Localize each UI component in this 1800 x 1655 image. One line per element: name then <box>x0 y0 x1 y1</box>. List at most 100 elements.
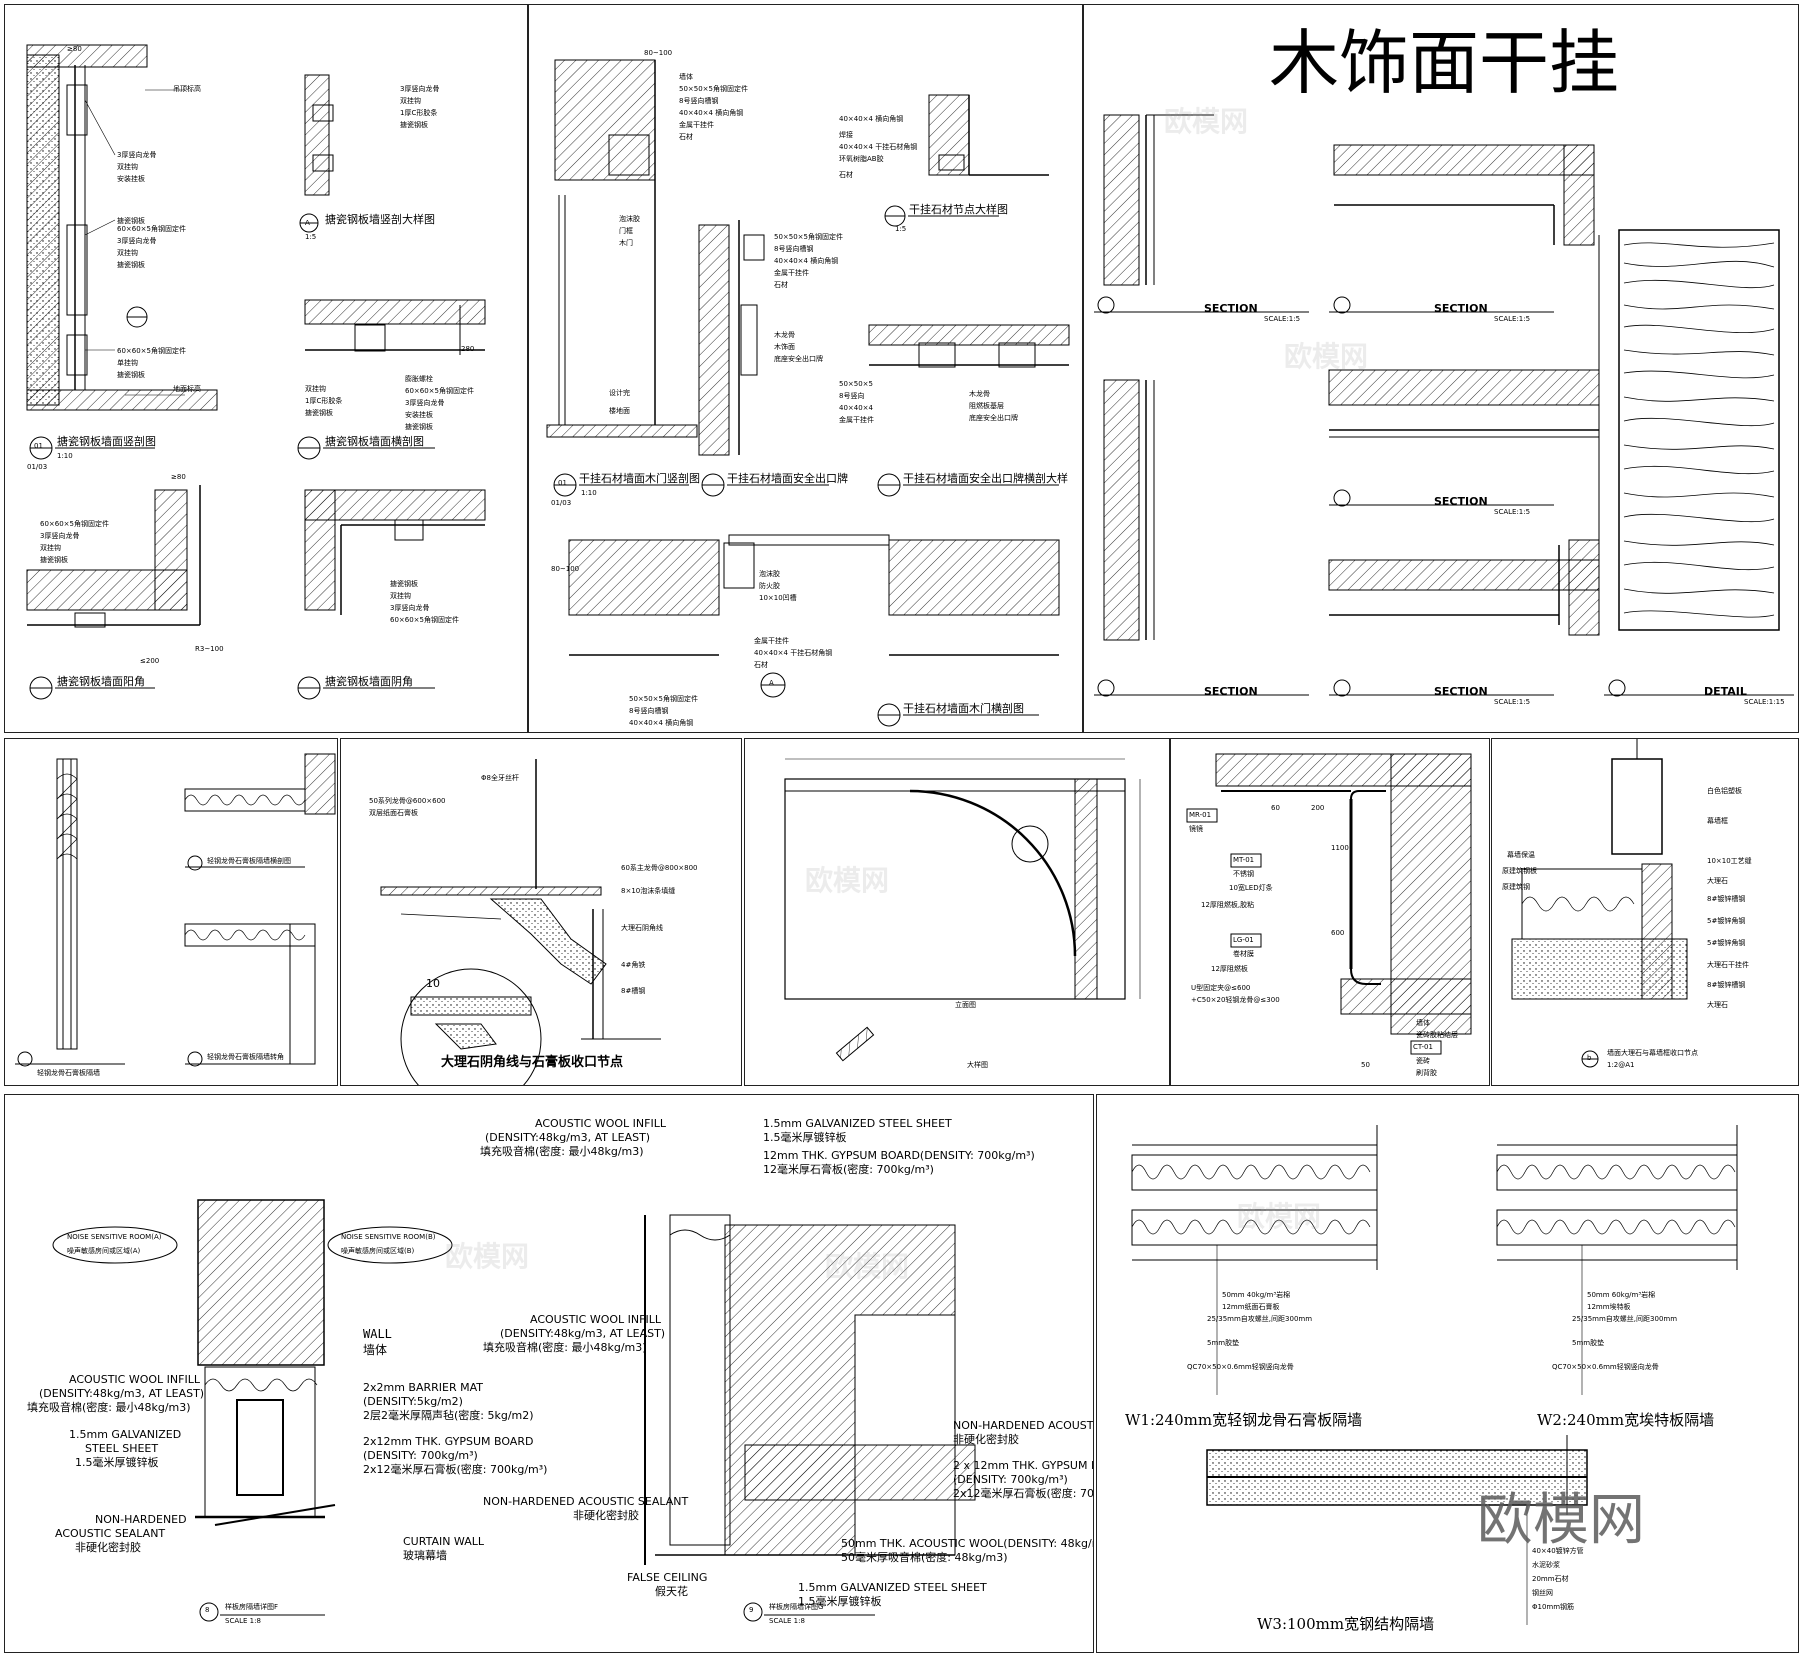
p10-caption-0: W1:240mm宽轻钢龙骨石膏板隔墙 <box>1125 1411 1363 1429</box>
p6-tag-0: 立面图 <box>955 1001 976 1009</box>
p1-label-27: 双挂钩 <box>40 544 61 552</box>
p10-w1-2: 25/35mm自攻螺丝,间距300mm <box>1207 1315 1313 1323</box>
p1-dim-1: ≥80 <box>171 473 186 481</box>
p2-label-8: 木门 <box>619 239 633 247</box>
p3-section-3: SECTION <box>1204 685 1258 698</box>
p7-dim-4: 50 <box>1361 1061 1370 1069</box>
p9-l-16: (DENSITY: 700kg/m³) <box>363 1449 478 1462</box>
p9-l-14: 1.5毫米厚镀锌板 <box>75 1456 159 1469</box>
p7-label-8: 墙体 <box>1416 1019 1430 1027</box>
p2-label-18: 楼地面 <box>609 407 630 415</box>
p8-label-10: 幕墙保温 <box>1507 851 1535 859</box>
p9-scale-1: SCALE 1:8 <box>769 1617 805 1625</box>
p2-label-17: 设计完 <box>609 389 630 397</box>
p9-r-4: 1.5毫米厚镀锌板 <box>763 1131 847 1144</box>
p3-scale-1: SCALE:1:5 <box>1494 315 1531 323</box>
p7-label-3: 12厚阻燃板,胶粘 <box>1201 901 1255 909</box>
p9-r-16: 非硬化密封胶 <box>573 1509 639 1522</box>
p1-label-1: 3厚竖向龙骨 <box>117 151 157 159</box>
p10-caption-2: W3:100mm宽钢结构隔墙 <box>1257 1615 1435 1633</box>
p2-label-38: 8号竖向槽钢 <box>629 707 669 715</box>
p7-dim-3: 600 <box>1331 929 1345 937</box>
p10-w3-0: 40×40镀锌方管 <box>1532 1547 1584 1555</box>
p3-section-2: SECTION <box>1434 495 1488 508</box>
p9-l-19: ACOUSTIC SEALANT <box>55 1527 166 1540</box>
p2-tag-scale5: 1:5 <box>895 225 907 233</box>
p10-w1-1: 12mm纸面石膏板 <box>1222 1303 1280 1311</box>
p1-tag-scale5: 1:5 <box>305 233 317 241</box>
p7-label-9: 瓷砖胶粘结层 <box>1416 1031 1458 1039</box>
p2-label-31: 泡沫胶 <box>759 570 780 578</box>
p1-label-26: 3厚竖向龙骨 <box>40 532 80 540</box>
p1-label-24: 搪瓷钢板 <box>405 423 433 431</box>
panel-led-strip-node: MR-01 镜镜 MT-01 不锈钢 10宽LED灯条 12厚阻燃板,胶粘 LG… <box>1170 738 1490 1086</box>
p1-caption-3: 搪瓷钢板墙面阳角 <box>57 675 145 688</box>
p8-label-6: 5#镀锌角钢 <box>1707 939 1746 947</box>
p1-label-19: 搪瓷钢板 <box>305 409 333 417</box>
p9-caption-1: 样板房隔墙详图G <box>769 1603 824 1611</box>
p9-l-22: 玻璃幕墙 <box>403 1549 447 1562</box>
p2-tag-01: 01 <box>558 479 567 487</box>
p8-label-9: 大理石 <box>1707 1001 1728 1009</box>
p7-label-1: 不锈钢 <box>1233 870 1254 878</box>
p1-label-6: 3厚竖向龙骨 <box>117 237 157 245</box>
p5-label-3: 60系主龙骨@800×800 <box>621 864 698 872</box>
p10-w1-3: 5mm胶垫 <box>1207 1339 1240 1347</box>
p9-l-10: (DENSITY:5kg/m2) <box>363 1395 463 1408</box>
p9-r-10: NON-HARDENED ACOUSTIC SEA <box>953 1419 1094 1432</box>
p7-code-0: MR-01 <box>1189 811 1212 819</box>
p8-label-4: 8#镀锌槽钢 <box>1707 895 1746 903</box>
p8-label-5: 5#镀锌角钢 <box>1707 917 1746 925</box>
p3-scale-4: SCALE:1:15 <box>1744 698 1785 706</box>
panel5-drawing <box>380 759 661 1085</box>
p4-caption-2: 轻钢龙骨石膏板隔墙转角 <box>207 1053 284 1061</box>
p9-r-1: (DENSITY:48kg/m3, AT LEAST) <box>485 1131 651 1144</box>
p2-label-13: 石材 <box>774 281 788 289</box>
p9-l-5: 墙体 <box>363 1343 388 1357</box>
panel-sample-room-partition: NOISE SENSITIVE ROOM(A) 噪声敏感房间或区域(A) NOI… <box>4 1094 1094 1653</box>
p9-l-6: ACOUSTIC WOOL INFILL <box>69 1373 200 1386</box>
p1-label-10: 单挂钩 <box>117 359 138 367</box>
p9-l-4: WALL <box>363 1327 392 1341</box>
p9-l-18: NON-HARDENED <box>95 1513 187 1526</box>
panel-light-steel-partition: 轻钢龙骨石膏板隔墙 轻钢龙骨石膏板隔墙横剖图 轻钢龙骨石膏板隔墙转角 <box>4 738 338 1086</box>
p2-dim-1: 80~100 <box>551 565 580 573</box>
p2-label-32: 防火胶 <box>759 582 780 590</box>
p5-caption: 大理石阴角线与石膏板收口节点 <box>441 1055 624 1070</box>
p9-caption-0: 样板房隔墙详图F <box>225 1603 279 1611</box>
p3-section-1: SECTION <box>1434 302 1488 315</box>
panel2-drawing <box>546 59 1070 727</box>
p4-caption-1: 轻钢龙骨石膏板隔墙横剖图 <box>207 857 291 865</box>
p1-label-14: 双挂钩 <box>400 97 421 105</box>
p9-r-18: 50毫米厚吸音棉(密度: 48kg/m3) <box>841 1551 1008 1564</box>
p9-r-19: FALSE CEILING <box>627 1571 708 1584</box>
p7-label-4: 卷材膜 <box>1233 950 1254 958</box>
p9-r-6: 12毫米厚石膏板(密度: 700kg/m³) <box>763 1163 934 1176</box>
p9-l-17: 2x12毫米厚石膏板(密度: 700kg/m³) <box>363 1463 548 1476</box>
p1-label-30: 双挂钩 <box>390 592 411 600</box>
panel-partition-types: 50mm 40kg/m³岩棉 12mm纸面石膏板 25/35mm自攻螺丝,间距3… <box>1096 1094 1799 1653</box>
p9-r-20: 假天花 <box>655 1585 688 1598</box>
p3-section-3b: SECTION <box>1434 685 1488 698</box>
p9-r-7: ACOUSTIC WOOL INFILL <box>530 1313 661 1326</box>
p2-label-10: 8号竖向槽钢 <box>774 245 814 253</box>
panel10-drawing <box>1131 1125 1738 1625</box>
p2-caption-3: 干挂石材节点大样图 <box>909 203 1008 216</box>
p10-caption-1: W2:240mm宽埃特板隔墙 <box>1537 1411 1715 1429</box>
p10-w1-0: 50mm 40kg/m³岩棉 <box>1222 1291 1291 1299</box>
p1-label-13: 3厚竖向龙骨 <box>400 85 440 93</box>
p2-caption-4: 干挂石材墙面木门横剖图 <box>903 702 1024 715</box>
p1-label-20: 膨胀螺栓 <box>405 375 433 383</box>
p2-label-27: 金属干挂件 <box>839 416 874 424</box>
p9-l-9: 2x2mm BARRIER MAT <box>363 1381 484 1394</box>
p1-dim-5: ≤200 <box>140 657 160 665</box>
p9-l-11: 2层2毫米厚隔声毡(密度: 5kg/m2) <box>363 1409 534 1422</box>
p7-dim-0: 60 <box>1271 804 1280 812</box>
p2-label-0: 墙体 <box>679 73 693 81</box>
panel-curved-elevation: 立面图 大样图 欧模网 <box>744 738 1170 1086</box>
p9-r-14: 2x12毫米厚石膏板(密度: 700k <box>953 1487 1094 1500</box>
p2-tag-scale: 1:10 <box>581 489 597 497</box>
p7-label-0: 镜镜 <box>1189 825 1203 833</box>
p1-label-15: 1厚C形胶条 <box>400 109 438 117</box>
p9-r-15: NON-HARDENED ACOUSTIC SEALANT <box>483 1495 689 1508</box>
